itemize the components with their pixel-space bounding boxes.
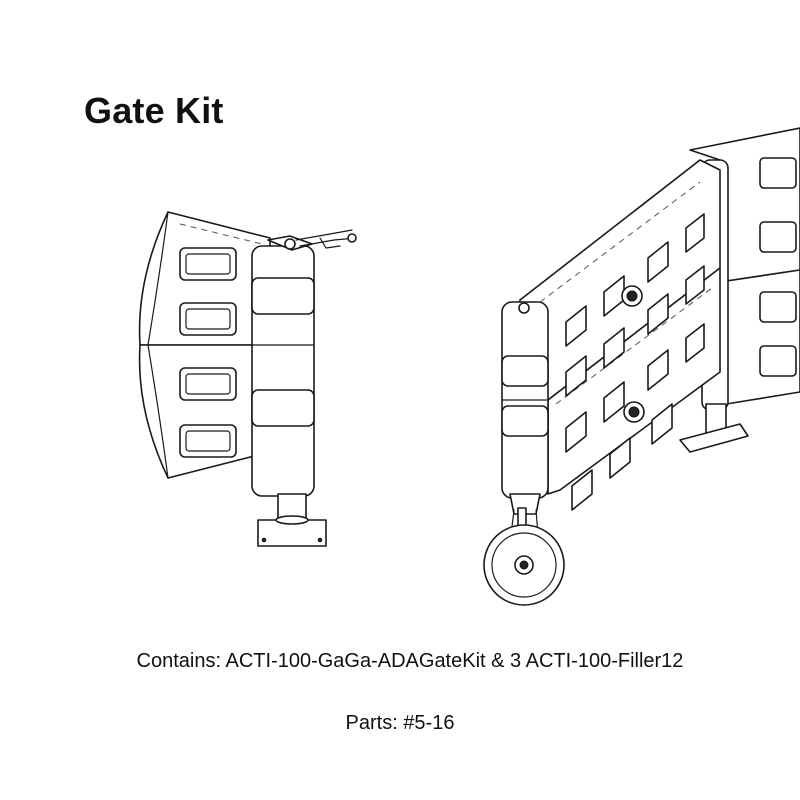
latch-pin (284, 238, 296, 250)
base-bolt (317, 537, 323, 543)
hinge-knuckle (251, 277, 315, 315)
logo-badge-center (626, 290, 638, 302)
parts-range-note: Parts: #5-16 (345, 712, 455, 734)
panel-handle-slot-inner (185, 308, 231, 330)
right-swing-gate-assembly (483, 127, 800, 606)
hinge-knuckle (501, 355, 549, 387)
caster-wheel-rim (491, 532, 557, 598)
panel-handle-slot-inner (185, 430, 231, 452)
kit-contents-note: Contains: ACTI-100-GaGa-ADAGateKit & 3 A… (136, 650, 684, 672)
panel-handle-slot (759, 345, 797, 377)
gate-slot-grid (565, 213, 705, 511)
panel-handle-slot (179, 367, 237, 401)
post-collar (275, 515, 309, 525)
panel-edge-line (147, 344, 169, 479)
page-title: Gate Kit (84, 90, 224, 131)
panel-handle-slot (759, 291, 797, 323)
back-barrier-panel (719, 269, 800, 406)
latch-knob (347, 233, 357, 243)
caster-wheel-axle (519, 560, 529, 570)
rear-floor-plate (679, 423, 749, 453)
hinge-pin-top (518, 302, 530, 314)
latch-hook (319, 237, 341, 249)
panel-handle-slot (759, 157, 797, 189)
panel-handle-slot-inner (185, 373, 231, 395)
panel-handle-slot (179, 302, 237, 336)
panel-handle-slot-inner (185, 253, 231, 275)
panel-dash-line (179, 223, 263, 245)
base-bolt (261, 537, 267, 543)
logo-badge-center (628, 406, 640, 418)
latch-bar (295, 229, 353, 241)
hinge-knuckle (501, 405, 549, 437)
panel-handle-slot (759, 221, 797, 253)
hinge-knuckle (251, 389, 315, 427)
gate-dash-line (539, 181, 701, 303)
panel-handle-slot (179, 424, 237, 458)
lower-barrier-panel (138, 344, 271, 479)
panel-handle-slot (179, 247, 237, 281)
panel-edge-line (147, 211, 169, 346)
left-gate-post-assembly (138, 211, 357, 547)
